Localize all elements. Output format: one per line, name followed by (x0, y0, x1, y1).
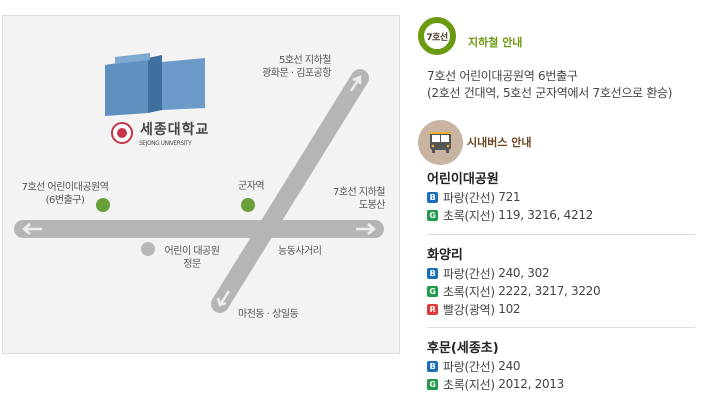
university-seal-icon (111, 122, 133, 144)
map-roads (14, 53, 384, 313)
stop-name: 어린이대공원 (427, 172, 499, 187)
arrow-right-icon (356, 223, 376, 235)
label-line5-bottom: 마천동 · 상일동 (238, 309, 299, 320)
blue-bus-badge: B (427, 191, 438, 203)
university-building-icon (105, 53, 205, 116)
subway-line1: 7호선 어린이대공원역 6번출구 (427, 69, 578, 83)
red-bus-badge: R (427, 303, 438, 315)
subway-line2: (2호선 건대역, 5호선 군자역에서 7호선으로 환승) (427, 86, 673, 100)
green-bus-badge: G (427, 285, 438, 297)
divider (427, 327, 695, 328)
subway-line7-icon: 7호선 (418, 17, 456, 55)
arrow-up-right-icon (349, 75, 362, 92)
label-gunja: 군자역 (238, 181, 265, 192)
stop-name: 화양리 (427, 248, 463, 263)
green-bus-badge: G (427, 378, 438, 390)
university-name: 세종대학교 (140, 122, 210, 138)
bus-title: 시내버스 안내 (467, 136, 532, 149)
blue-bus-badge: B (427, 360, 438, 372)
green-bus-badge: G (427, 209, 438, 221)
station-dot-children-park (96, 198, 110, 212)
divider (427, 234, 695, 235)
blue-bus-badge: B (427, 267, 438, 279)
subway-title: 지하철 안내 (468, 36, 523, 49)
diagonal-road (211, 69, 369, 313)
gate-dot (141, 242, 155, 256)
label-intersection: 능동사거리 (278, 246, 322, 257)
arrow-down-left-icon (216, 290, 231, 307)
stop-name: 후문(세종초) (427, 341, 499, 356)
arrow-left-icon (22, 223, 42, 235)
bus-icon (418, 120, 463, 165)
label-children-park-station: 7호선 어린이대공원역(6번출구) (21, 182, 109, 206)
station-dot-gunja (241, 198, 255, 212)
university-name-en: SEJONG UNIVERSITY (139, 140, 192, 147)
